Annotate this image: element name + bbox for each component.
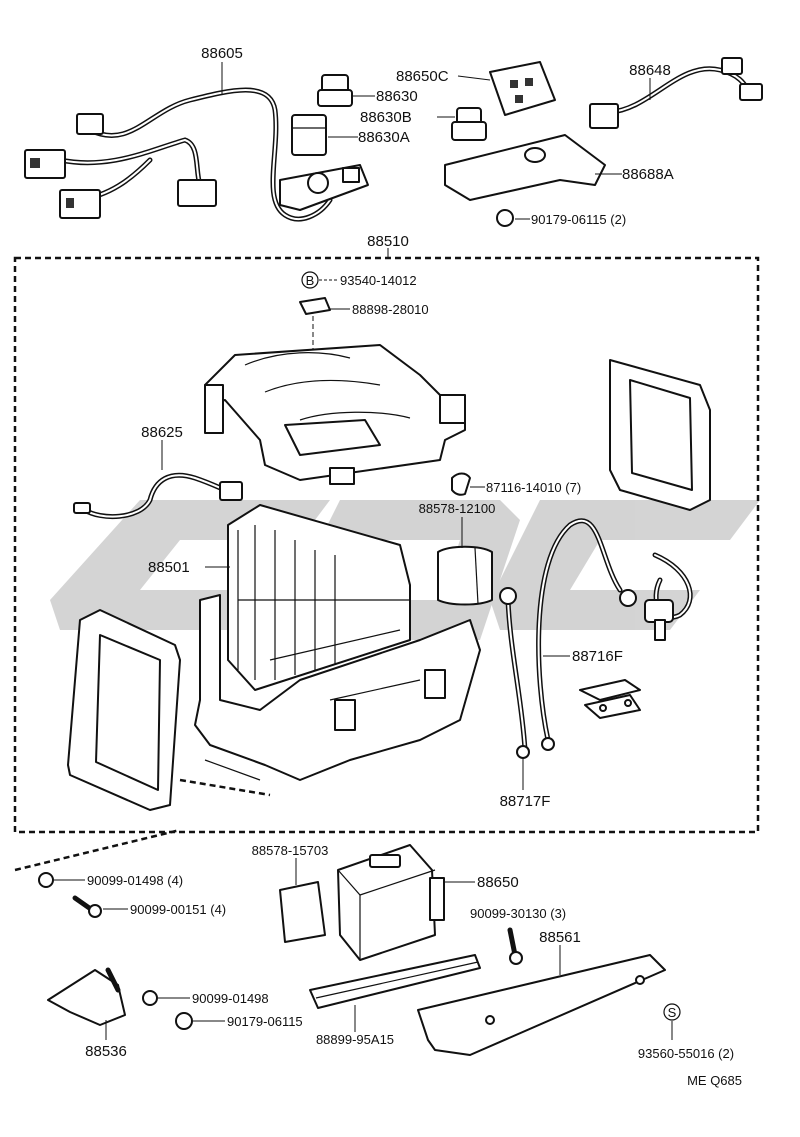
bracket-88536: [47, 967, 126, 1026]
evaporator-88501: [227, 504, 411, 691]
pad-88578-15703: [279, 881, 326, 943]
callout-88630a: 88630A: [358, 129, 410, 146]
callout-88561: 88561: [539, 929, 581, 946]
callout-88501: 88501: [148, 559, 190, 576]
callout-88650: 88650: [477, 874, 519, 891]
callout-88899: 88899-95A15: [316, 1032, 394, 1047]
tube-88716f: [499, 518, 637, 759]
callout-88650c: 88650C: [396, 68, 449, 85]
callout-90099-00151: 90099-00151 (4): [130, 902, 226, 917]
mount-line: [179, 778, 271, 797]
harness-88605: [24, 87, 333, 222]
callout-90179-06115: 90179-06115: [227, 1014, 303, 1029]
bracket-88561: [417, 954, 666, 1056]
callout-88625: 88625: [141, 424, 183, 441]
bracket-88688a: [444, 134, 606, 201]
callout-90099-01498-4: 90099-01498 (4): [87, 873, 183, 888]
filter-frame-left: [67, 609, 181, 811]
callout-88717f: 88717F: [500, 793, 551, 810]
callout-88898: 88898-28010: [352, 302, 429, 317]
screw-90099-00151: [72, 895, 102, 918]
expansion-valve: [644, 552, 693, 641]
callout-88536: 88536: [85, 1043, 127, 1060]
harness-88648: [589, 57, 763, 129]
assembly-boundary: [13, 256, 760, 834]
screw-90099-30130: [507, 927, 523, 965]
clip-87116: [451, 472, 471, 496]
callout-88630: 88630: [376, 88, 418, 105]
switch-88630: [317, 74, 353, 107]
callout-88648: 88648: [629, 62, 671, 79]
small-bracket-right: [579, 679, 641, 719]
insulator-88578-12100: [437, 545, 493, 606]
leader-88650c: [457, 75, 491, 81]
seal-88899: [309, 954, 481, 1009]
nut-90099-01498-4: [38, 872, 54, 888]
callout-93560: 93560-55016 (2): [638, 1046, 734, 1061]
callout-88510: 88510: [367, 233, 409, 250]
marker-s: [663, 1003, 681, 1021]
label-88898: [299, 297, 331, 315]
amplifier-88650: [337, 844, 445, 961]
upper-case: [204, 344, 466, 485]
callout-88688a: 88688A: [622, 166, 674, 183]
callout-88578-15703: 88578-15703: [252, 843, 329, 858]
switch-88630b: [451, 107, 487, 141]
filter-frame-right: [609, 359, 711, 511]
lower-case: [194, 594, 481, 781]
relay-block-88650c: [489, 61, 556, 116]
callout-90099-01498: 90099-01498: [192, 991, 269, 1006]
callout-93540: 93540-14012: [340, 273, 417, 288]
callout-88716f: 88716F: [572, 648, 623, 665]
callout-90179-top: 90179-06115 (2): [531, 212, 626, 227]
nut-90179-top: [496, 209, 514, 227]
callout-88578-12100: 88578-12100: [419, 501, 496, 516]
reference-code: ME Q685: [687, 1073, 742, 1088]
relay-88630a: [291, 114, 327, 156]
marker-b-text: B: [306, 273, 315, 288]
switch-bracket: [279, 164, 369, 211]
thermistor-88625: [73, 472, 243, 520]
nut-90099-01498: [142, 990, 158, 1006]
marker-s-text: S: [668, 1005, 677, 1020]
callout-88630b: 88630B: [360, 109, 412, 126]
callout-90099-30130: 90099-30130 (3): [470, 906, 566, 921]
nut-90179-06115: [175, 1012, 193, 1030]
callout-88605: 88605: [201, 45, 243, 62]
callout-87116: 87116-14010 (7): [486, 480, 581, 495]
marker-b: [301, 271, 319, 289]
lower-dashed-link: [14, 828, 181, 872]
